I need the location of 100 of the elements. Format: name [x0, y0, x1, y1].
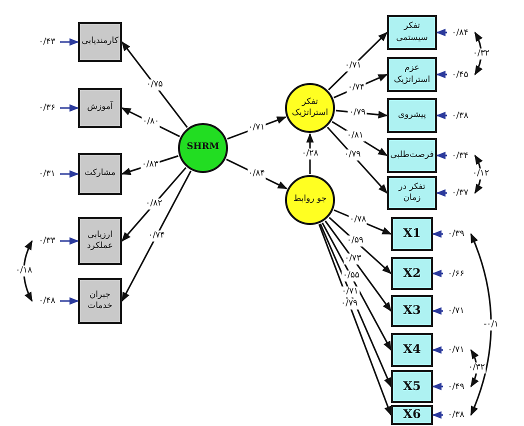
error-value: ۰/۳۸	[447, 110, 473, 122]
arrow	[121, 107, 180, 138]
arrow	[328, 32, 388, 90]
node-label: تفکر سیستمی	[395, 21, 429, 44]
arrow	[60, 38, 79, 46]
edge-label: ۰/۷۸	[348, 214, 368, 226]
indicator-box	[391, 333, 433, 367]
arrow	[436, 28, 447, 36]
indicator-box	[391, 405, 433, 425]
edge-label: ۰/۲۸	[300, 148, 320, 160]
indicator-box	[391, 217, 433, 251]
error-value: ۰/۳۸	[443, 409, 469, 421]
arrow	[432, 346, 443, 354]
node-label: X5	[402, 378, 422, 394]
node-label: X2	[402, 266, 422, 282]
edge-label: ۰/۳۲	[467, 362, 486, 374]
arrow	[474, 32, 482, 76]
indicator-box	[78, 278, 122, 324]
arrow	[436, 112, 447, 120]
error-value: ۰/۷۱	[443, 344, 469, 356]
edge-label: ۰/۸۴	[247, 168, 266, 180]
edge-label: ۰/۷۳	[344, 253, 362, 264]
indicator-box	[391, 295, 433, 327]
node-label: تفکر استراتژیک	[290, 96, 330, 120]
arrow	[432, 382, 443, 390]
indicator-box	[387, 98, 437, 133]
edge-label: ۰/۷۹	[348, 107, 367, 118]
arrow	[322, 222, 392, 351]
error-value: ۰/۳۳	[34, 235, 60, 247]
arrow	[227, 116, 287, 140]
error-value: ۰/۴۹	[443, 380, 469, 392]
node-label: فرصت‌طلبی	[389, 150, 435, 162]
error-value: ۰/۳۹	[443, 228, 469, 240]
edge-label: ۰/۷۱	[247, 122, 266, 134]
indicator-box	[78, 153, 122, 195]
error-value: ۰/۳۶	[34, 102, 60, 114]
node-label: X3	[402, 303, 422, 319]
indicator-box	[78, 22, 122, 62]
arrow	[121, 170, 192, 302]
edge-label: ۰/۱۲	[471, 168, 490, 180]
edge-label: ۰/۸۳	[140, 159, 160, 170]
error-value: ۰/۳۱	[34, 168, 60, 180]
edge-label: ۰/۱۸	[14, 266, 34, 276]
indicator-box	[387, 57, 437, 92]
edge-label: ۰/۷۱	[340, 286, 360, 298]
arrow	[324, 220, 392, 312]
edge-label: ۰/۷۱	[344, 60, 362, 72]
node-label: ارزیابی عملکرد	[86, 230, 114, 252]
edge-label: ۰/۷۹	[340, 298, 359, 310]
indicator-box	[391, 257, 433, 290]
node-label: پیشروی	[397, 110, 427, 122]
arrow	[332, 120, 388, 156]
node-label: X6	[402, 407, 422, 423]
edge-label: -۰/۱	[482, 319, 500, 330]
edge-label: ۰/۳۲	[472, 48, 490, 59]
arrow	[60, 170, 79, 178]
latent-circle	[178, 123, 228, 173]
indicator-box	[387, 138, 437, 173]
node-label: مشارکت	[83, 168, 117, 180]
arrow	[474, 154, 483, 194]
indicator-box	[78, 88, 122, 128]
arrow	[121, 167, 187, 242]
edge-label: ۰/۷۵	[145, 79, 164, 90]
indicator-box	[78, 217, 122, 265]
error-value: ۰/۳۷	[447, 187, 473, 199]
arrow	[432, 270, 443, 278]
indicator-box	[387, 15, 437, 50]
arrow	[334, 209, 392, 235]
arrow	[436, 189, 447, 197]
arrow	[60, 297, 79, 305]
arrow	[318, 224, 392, 416]
edge-label: ۰/۷۹	[343, 149, 362, 160]
error-value: ۰/۳۴	[447, 150, 473, 162]
node-label: کارمندیابی	[80, 36, 120, 48]
arrow	[326, 126, 388, 194]
edge-label: ۰/۵۵	[342, 270, 360, 282]
error-value: ۰/۴۵	[447, 68, 473, 80]
arrow	[470, 349, 479, 388]
arrow	[60, 104, 79, 112]
arrow	[432, 411, 443, 419]
node-label: SHRM	[186, 142, 220, 154]
error-value: ۰/۶۶	[443, 268, 469, 280]
edge-label: ۰/۸۰	[142, 116, 160, 128]
arrow	[320, 224, 392, 388]
edge-label: ۰/۵۹	[346, 236, 364, 246]
latent-circle	[285, 175, 335, 225]
arrow	[336, 110, 388, 118]
node-label: X1	[402, 226, 422, 242]
error-value: ۰/۸۴	[447, 26, 473, 38]
node-label: عزم استراتژیک	[392, 63, 432, 86]
node-label: X4	[402, 342, 422, 358]
error-value: ۰/۴۸	[34, 295, 60, 307]
arrow	[432, 230, 443, 238]
arrow	[23, 240, 33, 302]
node-label: آموزش	[86, 102, 114, 114]
edge-label: ۰/۷۴	[147, 230, 166, 242]
node-label: تفکر در زمان	[397, 182, 426, 204]
arrow	[328, 216, 392, 274]
node-label: جو روابط	[292, 194, 328, 206]
arrow	[226, 158, 288, 190]
